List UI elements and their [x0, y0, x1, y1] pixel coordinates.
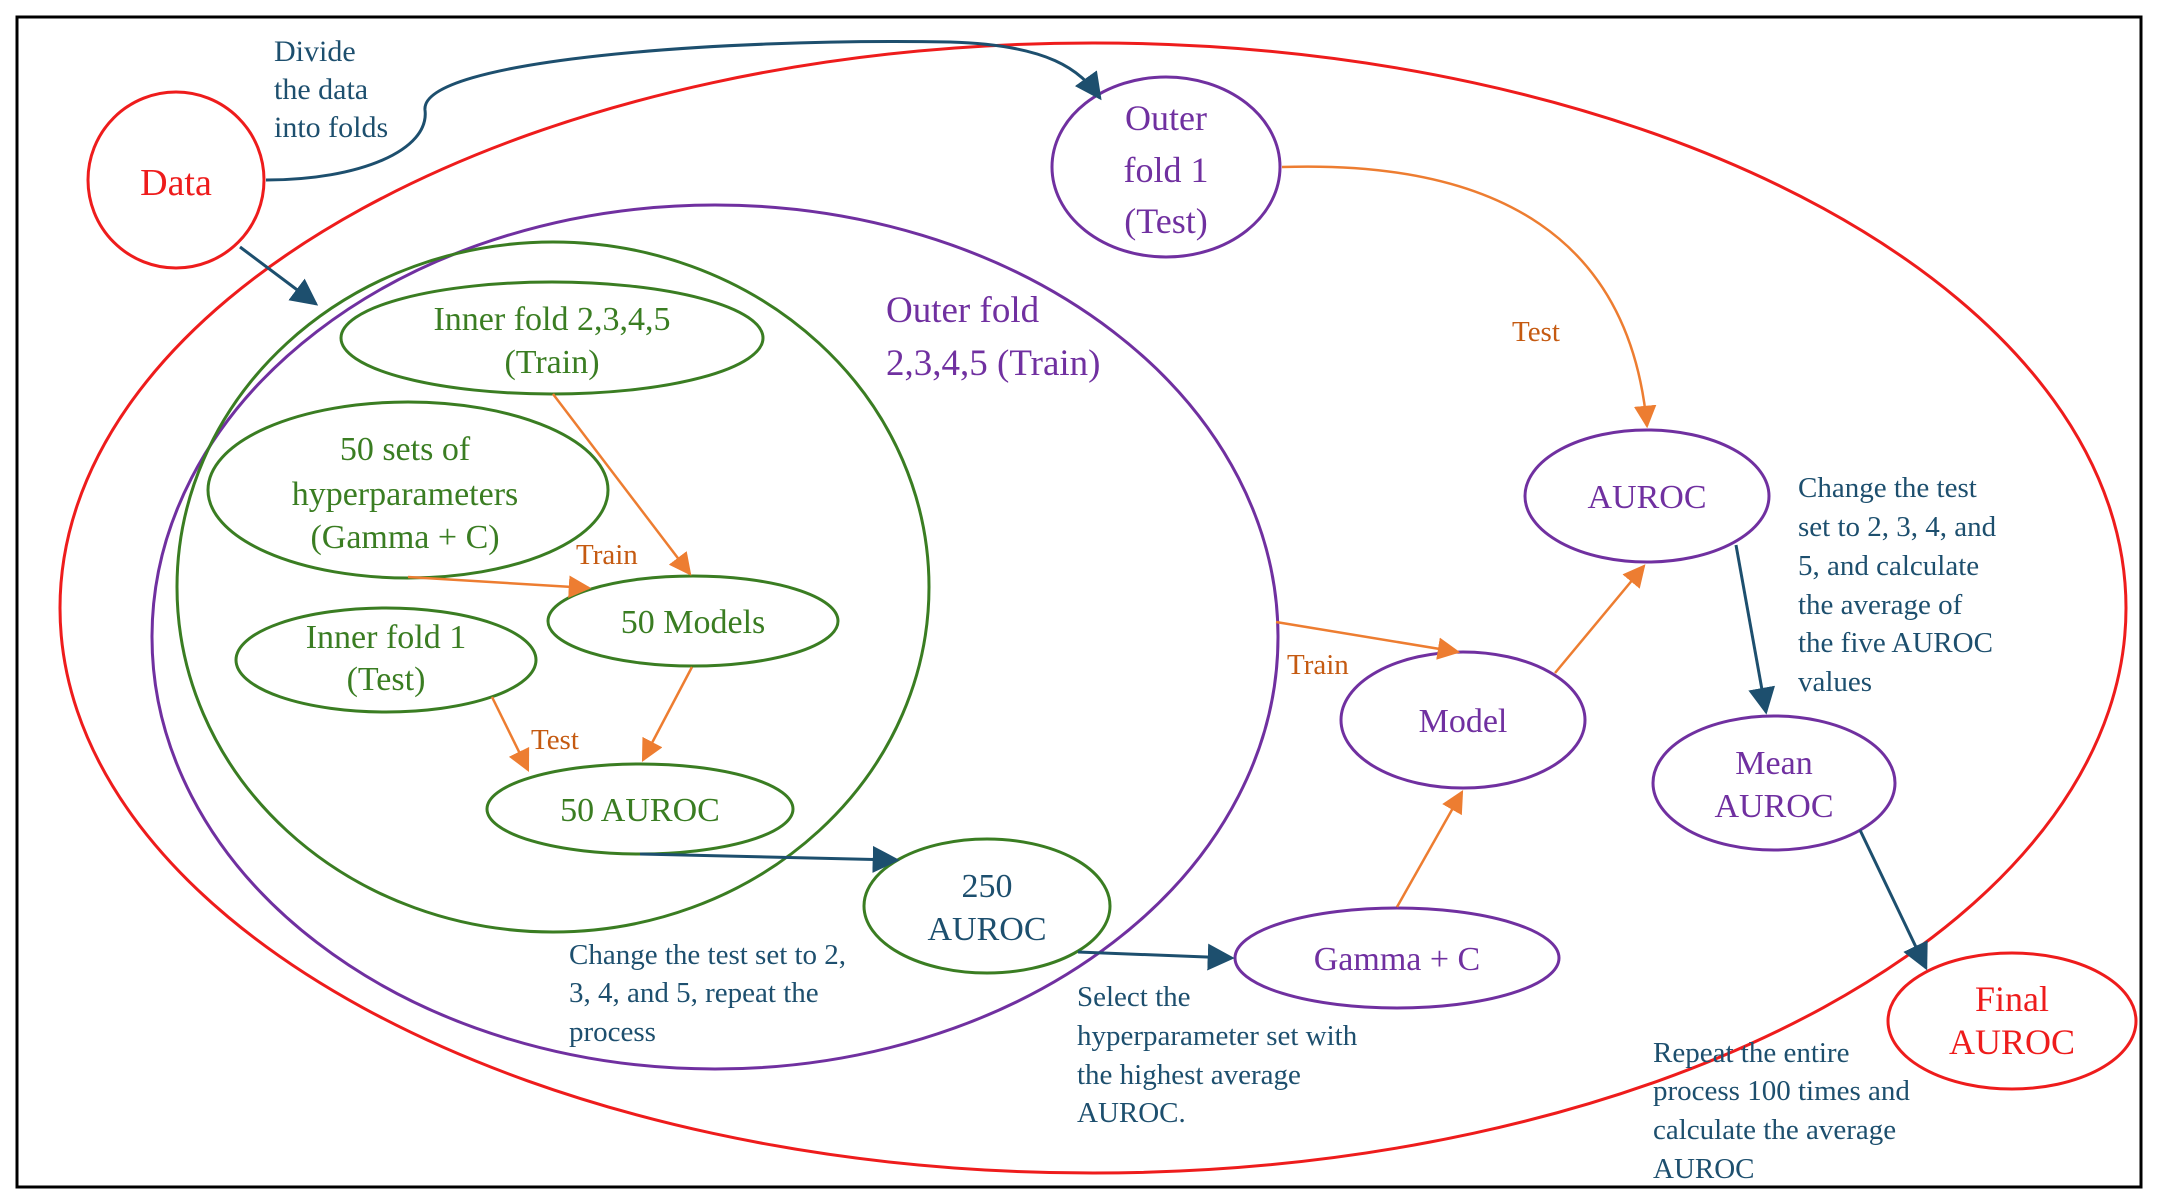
note-change-inner-line-3: process [569, 1016, 656, 1048]
note-select-line-4: AUROC. [1077, 1097, 1186, 1129]
note-change-outer-line-3: 5, and calculate [1798, 550, 1979, 582]
note-select-line-2: hyperparameter set with [1077, 1020, 1358, 1052]
note-change-inner-line-2: 3, 4, and 5, repeat the [569, 977, 819, 1009]
arrow-hyperparameters-to-models [407, 575, 592, 599]
note-repeat-line-4: AUROC [1653, 1153, 1755, 1185]
data-node: Data [86, 90, 266, 270]
hyperparameters-line-1: 50 sets of [340, 431, 471, 468]
arrow-auroc-to-mean-auroc [1734, 544, 1775, 715]
arrow-outer-fold-1-to-auroc [1281, 165, 1657, 429]
note-change-outer-line-5: the five AUROC [1798, 627, 1993, 659]
auroc-node: AUROC [1523, 428, 1771, 564]
outer-fold-train-ellipse [150, 203, 1280, 1071]
inner-fold-1-line-2: (Test) [347, 661, 426, 698]
arrow-auroc-250-to-gamma-c [1077, 943, 1235, 971]
outer-fold-1-node: Outer fold 1 (Test) [1050, 75, 1282, 259]
inner-fold-train-line-2: (Train) [504, 344, 599, 381]
test-outer-label: Test [1512, 316, 1560, 348]
auroc-250-node: 250 AUROC [862, 837, 1112, 975]
note-change-inner-line-1: Change the test set to 2, [569, 939, 846, 971]
arrow-model-to-auroc [1554, 564, 1646, 674]
mean-auroc-line-1: Mean [1735, 745, 1812, 782]
note-repeat-line-1: Repeat the entire [1653, 1037, 1849, 1069]
auroc-250-line-1: 250 [962, 868, 1013, 905]
inner-fold-1-line-1: Inner fold 1 [306, 619, 467, 656]
auroc-250-line-2: AUROC [927, 911, 1046, 948]
final-auroc-node: Final AUROC [1886, 951, 2138, 1091]
arrow-models-to-auroc-50 [641, 666, 694, 762]
outer-fold-train-line-1: Outer fold [886, 290, 1040, 331]
auroc-50-node: 50 AUROC [485, 762, 795, 856]
train-outer-label: Train [1287, 649, 1349, 681]
arrow-auroc-50-to-auroc-250 [639, 845, 900, 873]
mean-auroc-line-2: AUROC [1714, 788, 1833, 825]
inner-fold-train-node: Inner fold 2,3,4,5 (Train) [339, 280, 765, 396]
model-label: Model [1419, 703, 1508, 740]
models-50-node: 50 Models [546, 574, 840, 668]
gamma-c-label: Gamma + C [1314, 941, 1480, 978]
outer-fold-1-line-1: Outer [1125, 98, 1207, 138]
arrow-inner-train-to-models [552, 393, 692, 576]
repeat-loop-ellipse [58, 41, 2128, 1175]
inner-fold-1-node: Inner fold 1 (Test) [234, 606, 538, 714]
hyperparameters-line-2: hyperparameters [292, 476, 519, 513]
gamma-c-node: Gamma + C [1233, 906, 1561, 1010]
arrow-data-to-outer-fold-1 [265, 40, 1102, 182]
arrow-gamma-c-to-model [1395, 790, 1464, 908]
auroc-label: AUROC [1587, 479, 1706, 516]
arrow-outer-train-to-model [1275, 620, 1461, 660]
inner-cv-ellipse [175, 240, 931, 934]
mean-auroc-node: Mean AUROC [1651, 714, 1897, 852]
arrow-mean-auroc-to-final-auroc [1858, 829, 1928, 971]
divide-label-line-1: Divide [274, 35, 356, 68]
final-auroc-line-1: Final [1975, 979, 2049, 1019]
diagram-frame [15, 15, 2143, 1189]
data-label: Data [140, 162, 212, 204]
final-auroc-line-2: AUROC [1949, 1022, 2075, 1062]
outer-fold-1-line-2: fold 1 [1124, 150, 1209, 190]
train-inner-label: Train [576, 539, 638, 571]
models-50-label: 50 Models [621, 604, 766, 641]
note-repeat-line-2: process 100 times and [1653, 1075, 1910, 1107]
outer-fold-train-line-2: 2,3,4,5 (Train) [886, 343, 1100, 384]
note-change-outer-line-2: set to 2, 3, 4, and [1798, 511, 1997, 543]
note-select-line-3: the highest average [1077, 1059, 1301, 1091]
inner-fold-train-line-1: Inner fold 2,3,4,5 [433, 301, 670, 338]
hyperparameters-node: 50 sets of hyperparameters (Gamma + C) [206, 400, 610, 580]
outer-fold-1-line-3: (Test) [1124, 201, 1207, 241]
note-select-line-1: Select the [1077, 981, 1191, 1013]
note-repeat-line-3: calculate the average [1653, 1114, 1896, 1146]
note-change-outer-line-6: values [1798, 666, 1872, 698]
note-change-outer-line-4: the average of [1798, 589, 1963, 621]
model-node: Model [1339, 650, 1587, 790]
note-change-outer-line-1: Change the test [1798, 472, 1977, 504]
arrow-inner-test-to-auroc-50 [490, 696, 530, 773]
auroc-50-label: 50 AUROC [560, 792, 720, 829]
arrow-data-to-outer-fold-train [239, 245, 319, 306]
divide-label-line-2: the data [274, 73, 368, 106]
hyperparameters-line-3: (Gamma + C) [310, 519, 499, 556]
divide-label-line-3: into folds [274, 111, 388, 144]
test-inner-label: Test [531, 724, 579, 756]
